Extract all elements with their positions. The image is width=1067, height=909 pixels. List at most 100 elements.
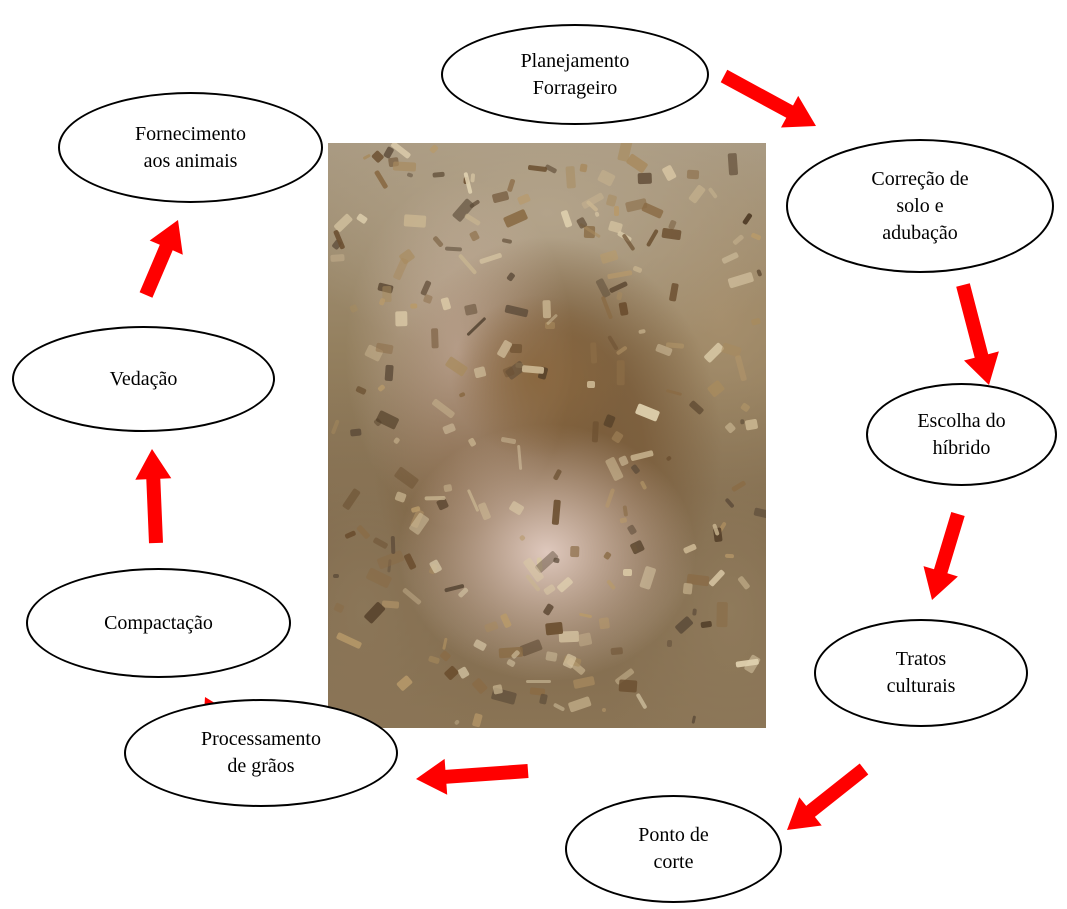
silage-fleck	[688, 399, 704, 414]
silage-fleck	[404, 214, 427, 227]
silage-fleck	[745, 419, 758, 430]
silage-fleck	[467, 489, 480, 512]
silage-fleck	[724, 421, 736, 433]
node-label-line: Ponto de	[638, 822, 709, 849]
silage-fleck	[619, 680, 638, 693]
silage-fleck	[750, 233, 761, 242]
node-vedacao: Vedação	[12, 326, 275, 432]
node-escolha: Escolha do híbrido	[866, 383, 1057, 486]
silage-fleck	[376, 410, 400, 430]
silage-fleck	[506, 658, 516, 667]
silage-fleck	[618, 302, 628, 316]
silage-fleck	[675, 616, 694, 634]
silage-fleck	[590, 342, 597, 363]
silage-fleck	[500, 612, 512, 627]
silage-fleck	[427, 655, 440, 664]
silage-fleck	[546, 622, 564, 635]
node-label-line: híbrido	[933, 435, 991, 462]
node-tratos: Tratos culturais	[814, 619, 1028, 727]
node-label-line: Fornecimento	[135, 121, 246, 148]
node-label-line: aos animais	[144, 148, 238, 175]
node-label-line: corte	[654, 849, 694, 876]
silage-fleck	[501, 437, 516, 445]
silage-fleck	[623, 506, 629, 517]
silage-fleck	[508, 179, 516, 193]
silage-fleck	[682, 583, 692, 595]
silage-fleck	[371, 150, 385, 164]
node-planejamento: Planejamento Forrageiro	[441, 24, 709, 125]
silage-fleck	[363, 601, 386, 624]
silage-fleck	[683, 544, 697, 554]
silage-fleck	[597, 169, 616, 186]
silage-fleck	[336, 632, 362, 649]
silage-fleck	[466, 317, 486, 336]
silage-fleck	[626, 523, 637, 535]
silage-fleck	[641, 202, 664, 219]
silage-fleck	[662, 165, 678, 182]
silage-fleck	[377, 384, 385, 392]
node-label-line: culturais	[887, 673, 956, 700]
silage-fleck	[756, 270, 762, 278]
silage-fleck	[492, 684, 503, 695]
node-label-line: adubação	[882, 220, 958, 247]
silage-fleck	[526, 680, 552, 683]
silage-fleck	[717, 602, 728, 627]
silage-fleck	[345, 530, 357, 539]
silage-fleck	[728, 153, 738, 176]
silage-fleck	[691, 715, 696, 723]
silage-fleck	[604, 488, 614, 508]
silage-fleck	[553, 557, 560, 563]
silage-photo	[328, 143, 766, 728]
silage-fleck	[602, 707, 607, 712]
silage-fleck	[639, 566, 656, 590]
silage-fleck	[458, 253, 478, 275]
arrow-planejamento-to-correcao	[721, 70, 816, 128]
silage-fleck	[618, 455, 629, 467]
silage-fleck	[666, 455, 672, 461]
silage-fleck	[724, 497, 735, 508]
node-label-line: Escolha do	[917, 408, 1005, 435]
silage-fleck	[742, 212, 753, 224]
silage-fleck	[688, 184, 706, 204]
silage-fleck	[478, 502, 492, 520]
node-label-line: solo e	[896, 193, 943, 220]
silage-fleck	[469, 230, 480, 242]
silage-fleck	[395, 491, 408, 503]
silage-fleck	[379, 297, 386, 305]
silage-fleck	[520, 639, 543, 657]
node-label-line: de grãos	[227, 753, 294, 780]
silage-fleck	[539, 694, 547, 705]
silage-fleck	[522, 365, 544, 374]
silage-fleck	[517, 445, 522, 470]
silage-fleck	[507, 272, 517, 282]
silage-fleck	[356, 525, 370, 540]
silage-fleck	[741, 420, 745, 425]
silage-fleck	[610, 648, 622, 656]
silage-fleck	[396, 311, 408, 326]
silage-fleck	[393, 162, 416, 172]
silage-fleck	[623, 569, 632, 576]
arrow-escolha-to-tratos	[924, 512, 965, 600]
silage-fleck	[607, 270, 633, 280]
node-label-line: Vedação	[110, 366, 178, 393]
silage-fleck	[552, 499, 561, 524]
silage-fleck	[592, 421, 599, 442]
silage-fleck	[601, 296, 613, 320]
node-label-line: Compactação	[104, 610, 213, 637]
silage-fleck	[638, 329, 646, 334]
silage-fleck	[354, 386, 366, 396]
silage-fleck	[403, 553, 416, 571]
silage-fleck	[373, 169, 388, 189]
silage-fleck	[577, 633, 593, 647]
silage-fleck	[598, 617, 609, 629]
silage-fleck	[607, 335, 619, 351]
silage-fleck	[349, 303, 359, 313]
node-compactacao: Compactação	[26, 568, 291, 678]
silage-fleck	[707, 380, 725, 398]
silage-fleck	[732, 234, 745, 246]
silage-fleck	[638, 173, 652, 184]
silage-fleck	[463, 213, 480, 226]
silage-fleck	[454, 719, 460, 725]
silage-fleck	[603, 414, 615, 428]
